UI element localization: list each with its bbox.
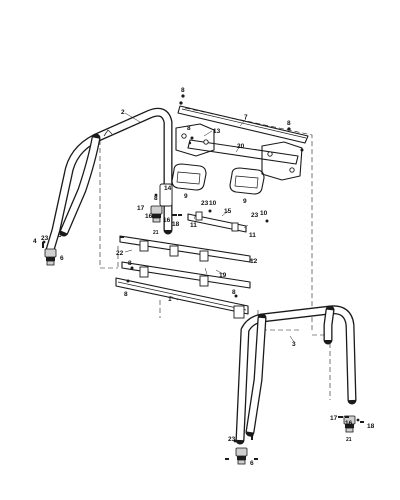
rear-brace-bar — [175, 123, 303, 181]
callout-14: 14 — [164, 185, 172, 192]
callout-23-mid: 23 — [201, 200, 209, 207]
callout-17-front: 17 — [330, 415, 338, 422]
callout-15: 15 — [224, 208, 232, 215]
callout-18-center: 18 — [172, 221, 180, 228]
assembly-guide-lines — [99, 107, 353, 400]
callout-22: 22 — [116, 250, 124, 257]
callout-8-low-left: 8 — [124, 291, 128, 298]
callout-labels: 1 2 3 4 5 5 6 6 7 8 8 8 8 8 8 8 9 9 10 1… — [33, 87, 375, 467]
headrest-left — [171, 163, 207, 191]
leader-lines — [124, 112, 295, 343]
callout-20: 20 — [237, 143, 245, 150]
callout-3: 3 — [292, 341, 296, 348]
headrest-bracket-bar — [187, 211, 247, 233]
callout-19: 19 — [219, 272, 227, 279]
headrest-right — [229, 167, 265, 195]
callout-17-center: 17 — [137, 205, 145, 212]
callout-11-right: 11 — [249, 232, 256, 239]
callout-9-left: 9 — [184, 193, 188, 200]
callout-8-brace: 8 — [187, 125, 191, 132]
callout-8-low-right: 8 — [232, 289, 236, 296]
callout-8-center: 8 — [154, 195, 158, 202]
callout-21-front: 21 — [346, 437, 352, 443]
callout-23-right: 23 — [251, 212, 259, 219]
callout-8-top: 8 — [181, 87, 185, 94]
callout-8-mid-left: 8 — [128, 260, 132, 267]
hardware-bolts — [42, 94, 364, 460]
callout-5-front: 5 — [250, 432, 254, 439]
callout-18-front: 18 — [367, 423, 375, 430]
callout-10-right: 10 — [260, 210, 268, 217]
front-roll-bar — [235, 305, 357, 445]
base-foot-center — [150, 205, 163, 223]
callout-16-center: 16 — [145, 213, 153, 220]
callout-13: 13 — [213, 128, 221, 135]
callout-8-right: 8 — [287, 120, 291, 127]
callout-6-front: 6 — [250, 460, 254, 467]
callout-21-center: 21 — [153, 230, 159, 236]
callout-9-right: 9 — [243, 198, 247, 205]
callout-10-left: 10 — [209, 200, 217, 207]
callout-12: 12 — [250, 258, 258, 265]
callout-23-left: 23 — [41, 235, 49, 242]
callout-23-front: 23 — [228, 436, 236, 443]
callout-16-front: 16 — [345, 420, 353, 427]
callout-7: 7 — [244, 114, 248, 121]
lower-cross-bar — [115, 277, 249, 319]
callout-11-left: 11 — [190, 222, 197, 229]
callout-1: 1 — [168, 296, 172, 303]
rear-roll-bar — [45, 107, 173, 255]
callout-2: 2 — [121, 109, 125, 116]
callout-5-left: 5 — [58, 232, 62, 239]
callout-4: 4 — [33, 238, 37, 245]
callout-16-center-right: 16 — [163, 217, 171, 224]
upper-cross-bar — [177, 105, 309, 144]
base-foot-front-left — [235, 447, 248, 465]
base-foot-left-rear — [44, 248, 57, 266]
belt-mount-bars — [119, 235, 251, 289]
callout-6-left: 6 — [60, 255, 64, 262]
